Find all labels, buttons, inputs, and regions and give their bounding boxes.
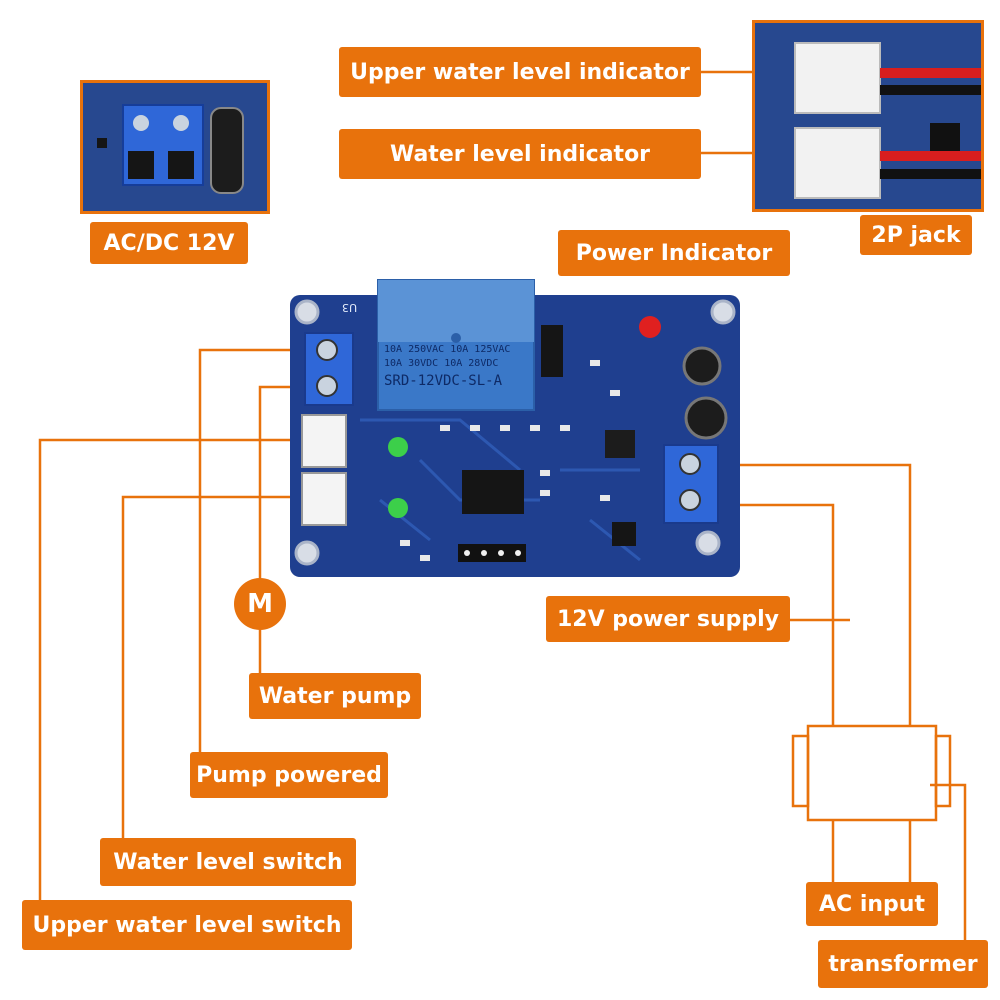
label-water-level-indicator: Water level indicator [339, 129, 701, 179]
u3-silkscreen: U3 [342, 301, 358, 314]
label-2p-jack: 2P jack [860, 215, 972, 255]
label-upper-water-level-switch: Upper water level switch [22, 900, 352, 950]
label-ac-input: AC input [806, 882, 938, 926]
power-terminal-inset [80, 80, 270, 214]
label-power-indicator: Power Indicator [558, 230, 790, 276]
two-p-jack-inset [752, 20, 984, 212]
relay-model: SRD-12VDC-SL-A [384, 373, 503, 389]
label-pump-powered: Pump powered [190, 752, 388, 798]
label-water-level-switch: Water level switch [100, 838, 356, 886]
relay-rating-2: 10A 30VDC 10A 28VDC [384, 358, 499, 369]
label-water-pump: Water pump [249, 673, 421, 719]
label-upper-water-level-indicator: Upper water level indicator [339, 47, 701, 97]
motor-symbol: M [234, 578, 286, 630]
label-ac-dc-12v: AC/DC 12V [90, 222, 248, 264]
relay-rating-1: 10A 250VAC 10A 125VAC [384, 344, 511, 355]
label-transformer: transformer [818, 940, 988, 988]
label-12v-power-supply: 12V power supply [546, 596, 790, 642]
